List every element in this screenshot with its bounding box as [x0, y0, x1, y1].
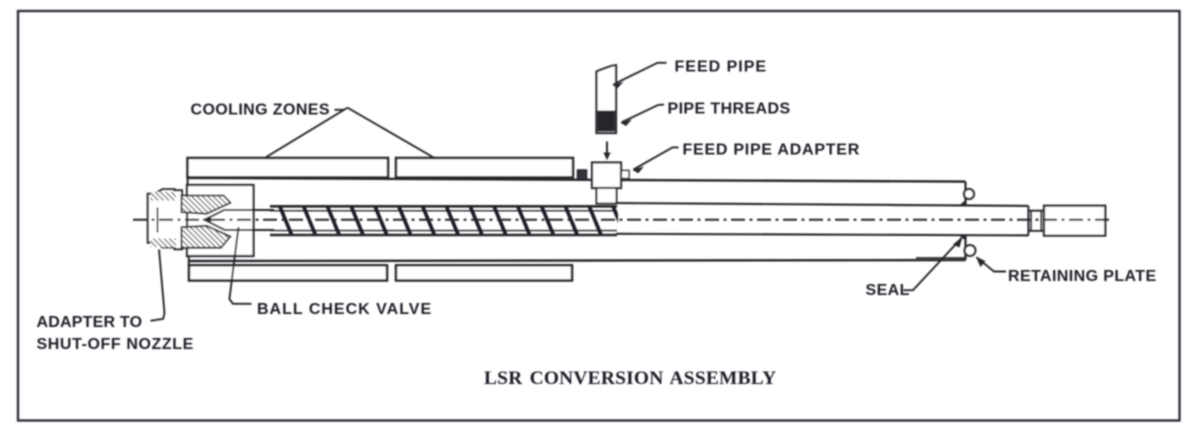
svg-text:SEAL: SEAL [866, 282, 910, 299]
svg-text:LSR CONVERSION ASSEMBLY: LSR CONVERSION ASSEMBLY [484, 368, 776, 389]
svg-text:PIPE THREADS: PIPE THREADS [668, 101, 791, 118]
svg-text:COOLING ZONES: COOLING ZONES [191, 102, 330, 119]
svg-text:BALL CHECK VALVE: BALL CHECK VALVE [257, 301, 432, 318]
svg-text:RETAINING PLATE: RETAINING PLATE [1008, 268, 1157, 285]
svg-text:FEED PIPE ADAPTER: FEED PIPE ADAPTER [683, 142, 861, 159]
svg-text:SHUT-OFF NOZZLE: SHUT-OFF NOZZLE [37, 336, 194, 353]
svg-text:ADAPTER TO: ADAPTER TO [37, 314, 143, 331]
svg-text:FEED PIPE: FEED PIPE [675, 59, 768, 76]
